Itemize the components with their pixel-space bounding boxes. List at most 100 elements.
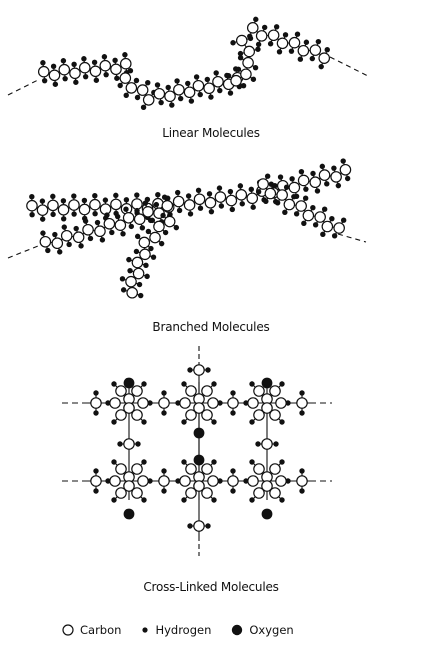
hydrogen-atom (211, 459, 217, 465)
hydrogen-atom (208, 94, 214, 100)
hydrogen-atom (50, 211, 56, 218)
hydrogen-atom (320, 231, 326, 237)
oxygen-atom (261, 377, 273, 389)
carbon-atom (39, 235, 52, 248)
hydrogen-atom (71, 61, 77, 68)
hydrogen-atom (250, 204, 256, 210)
carbon-atom (131, 463, 143, 475)
carbon-atom (225, 194, 238, 207)
hydrogen-atom (145, 80, 151, 86)
carbon-atom (139, 248, 151, 261)
hydrogen-atom (160, 212, 166, 219)
legend-oxygen: Oxygen (231, 623, 294, 637)
carbon-atom (185, 463, 197, 475)
carbon-atom (283, 198, 296, 211)
hydrogen-atom (217, 400, 223, 406)
hydrogen-atom (309, 55, 316, 62)
legend-oxygen-label: Oxygen (249, 623, 294, 637)
hydrogen-atom (249, 381, 255, 387)
carbon-atom (48, 69, 61, 82)
hydrogen-atom (225, 73, 232, 79)
cross-linked-molecules-figure (62, 346, 332, 556)
chain-continuation (7, 245, 39, 259)
carbon-atom (126, 286, 138, 299)
hydrogen-atom (248, 186, 254, 193)
carbon-atom (109, 397, 121, 409)
linear-molecules-figure (7, 16, 369, 110)
hydrogen-atom (145, 228, 152, 235)
carbon-atom (201, 487, 213, 499)
hydrogen-atom (239, 201, 245, 207)
carbon-atom (269, 487, 281, 499)
hydrogen-atom (264, 173, 271, 179)
carbon-atom (193, 520, 205, 532)
legend-carbon: Carbon (62, 623, 121, 637)
carbon-atom (131, 256, 144, 269)
hydrogen-atom (243, 478, 249, 484)
oxygen-atom (123, 508, 135, 520)
hydrogen-atom (303, 186, 309, 192)
hydrogen-atom (117, 441, 123, 447)
hydrogen-atom (298, 169, 305, 175)
carbon-atom (261, 438, 273, 450)
hydrogen-atom (291, 194, 297, 200)
carbon-atom (185, 385, 197, 397)
hydrogen-atom (173, 224, 180, 231)
carbon-atom (201, 463, 213, 475)
hydrogen-atom (73, 79, 79, 85)
hydrogen-atom (277, 174, 284, 180)
hydrogen-atom (120, 231, 126, 237)
hydrogen-atom (102, 197, 109, 203)
hydrogen-atom (167, 211, 173, 218)
carbon-atom (253, 385, 265, 397)
hydrogen-atom (181, 459, 187, 465)
hydrogen-atom (45, 247, 51, 254)
carbon-atom (173, 83, 185, 96)
hydrogen-atom (174, 189, 181, 196)
hydrogen-atom (175, 400, 181, 406)
hydrogen-atom (205, 367, 211, 373)
hydrogen-atom (299, 468, 305, 474)
hydrogen-atom (230, 40, 236, 46)
hydrogen-atom (329, 216, 335, 222)
legend: Carbon Hydrogen Oxygen (62, 621, 314, 639)
hydrogen-atom (92, 210, 98, 217)
hydrogen-atom (217, 87, 223, 94)
carbon-atom (185, 487, 197, 499)
hydrogen-atom (299, 390, 305, 396)
carbon-atom (103, 217, 116, 230)
carbon-atom (131, 385, 143, 397)
carbon-atom (276, 189, 288, 201)
hydrogen-atom (175, 478, 181, 484)
hydrogen-atom (147, 478, 153, 484)
carbon-atom (164, 90, 176, 103)
carbon-atom (242, 56, 254, 69)
hydrogen-atom (218, 203, 225, 209)
carbon-atom (295, 200, 307, 212)
hydrogen-atom (272, 183, 278, 189)
hydrogen-atom (315, 38, 322, 45)
hydrogen-atom (293, 211, 300, 217)
carbon-atom (309, 176, 322, 189)
hydrogen-atom (208, 208, 215, 215)
hydrogen-atom (324, 181, 330, 187)
hydrogen-atom (255, 41, 262, 48)
hydrogen-atom (29, 194, 35, 200)
hydrogen-atom (165, 84, 171, 91)
hydrogen-atom (153, 201, 160, 208)
carbon-atom (37, 65, 50, 78)
hydrogen-atom (155, 192, 161, 198)
carbon-atom (123, 438, 135, 450)
carbon-atom (110, 63, 122, 76)
carbon-atom (136, 84, 149, 96)
hydrogen-atom (213, 70, 219, 76)
hydrogen-atom (177, 95, 184, 102)
hydrogen-atom (91, 59, 98, 66)
hydrogen-atom (119, 276, 126, 282)
hydrogen-atom (249, 419, 255, 425)
hydrogen-atom (211, 497, 217, 503)
hydrogen-atom (144, 273, 150, 280)
carbon-atom (138, 236, 151, 249)
hydrogen-atom (50, 63, 57, 70)
